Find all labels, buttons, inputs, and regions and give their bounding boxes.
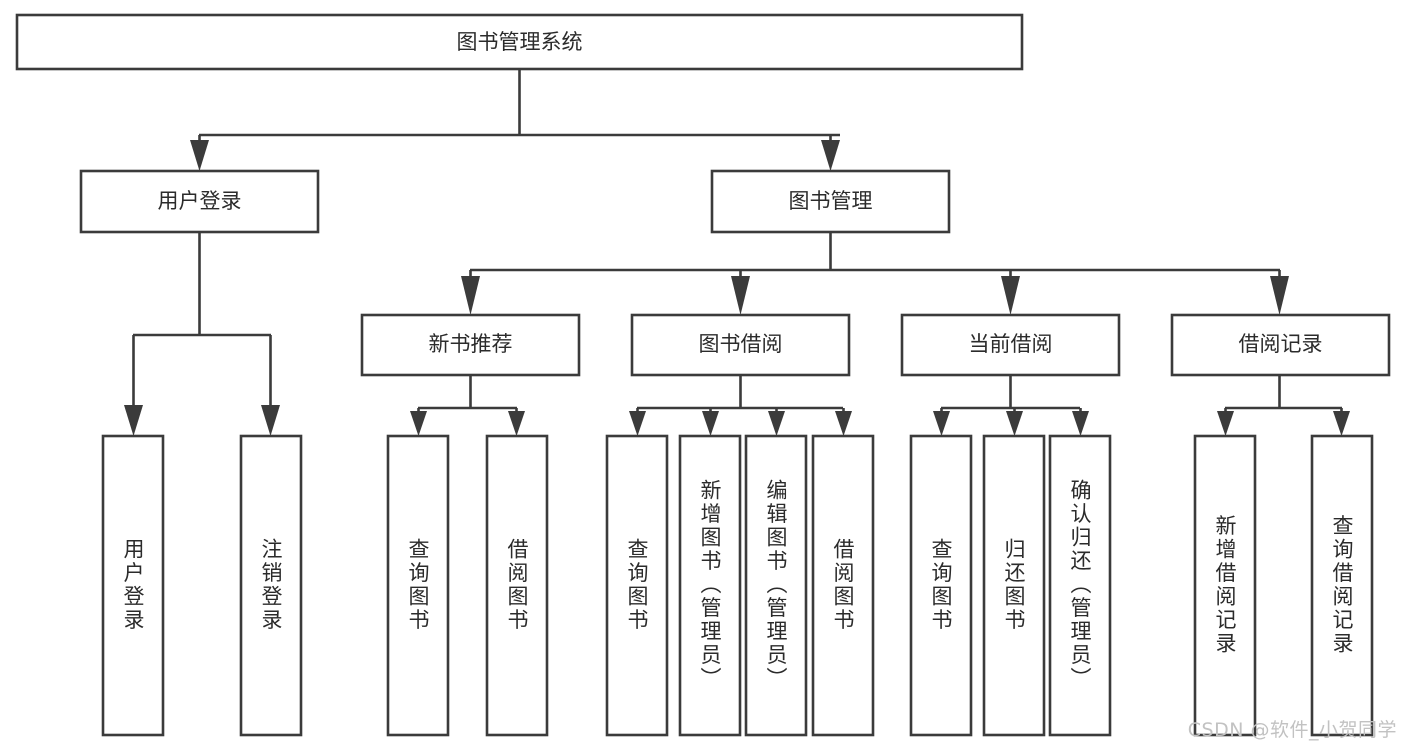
node-leaf-query-book-rec[interactable]: 查询图书 (386, 434, 450, 737)
arrow-user-login-leaf1 (124, 405, 143, 436)
node-leaf-borrow-book-rec-box[interactable] (485, 434, 549, 737)
node-leaf-query-book-cur-box[interactable] (909, 434, 973, 737)
node-user-login[interactable]: 用户登录 (79, 169, 320, 234)
arrow-root-to-user-login (190, 140, 209, 171)
node-borrow-record-label: 借阅记录 (1239, 332, 1323, 356)
node-leaf-logout-label: 注销登录 (259, 538, 283, 632)
node-current-borrow-box[interactable] (900, 313, 1121, 377)
node-leaf-add-book-box[interactable] (678, 434, 742, 737)
node-leaf-add-book-label: 新增图书（管理员） (698, 479, 722, 691)
node-leaf-user-login-box[interactable] (101, 434, 165, 737)
node-leaf-query-record-label: 查询借阅记录 (1330, 515, 1354, 656)
node-book-manage-label: 图书管理 (789, 189, 873, 213)
node-root-box[interactable] (15, 13, 1024, 71)
node-leaf-borrow-book-label: 借阅图书 (831, 538, 855, 632)
node-leaf-user-login[interactable]: 用户登录 (101, 434, 165, 737)
arrow-to-new-book-rec (461, 276, 480, 315)
node-user-login-box[interactable] (79, 169, 320, 234)
node-leaf-add-book[interactable]: 新增图书（管理员） (678, 434, 742, 737)
node-new-book-rec[interactable]: 新书推荐 (360, 313, 581, 377)
node-leaf-query-book-bor-label: 查询图书 (625, 538, 649, 632)
arrow-book-borrow-leaf3 (768, 411, 785, 436)
node-root[interactable]: 图书管理系统 (15, 13, 1024, 71)
node-leaf-borrow-book[interactable]: 借阅图书 (811, 434, 875, 737)
node-current-borrow[interactable]: 当前借阅 (900, 313, 1121, 377)
node-leaf-confirm-return-box[interactable] (1048, 434, 1112, 737)
arrow-book-borrow-leaf4 (835, 411, 852, 436)
node-leaf-logout[interactable]: 注销登录 (239, 434, 303, 737)
node-book-borrow[interactable]: 图书借阅 (630, 313, 851, 377)
node-leaf-query-book-cur-label: 查询图书 (929, 538, 953, 632)
node-leaf-edit-book-label: 编辑图书（管理员） (764, 479, 788, 691)
arrow-new-book-rec-leaf1 (410, 411, 427, 436)
arrow-to-borrow-record (1270, 276, 1289, 315)
node-user-login-label: 用户登录 (158, 189, 242, 213)
node-book-borrow-box[interactable] (630, 313, 851, 377)
node-leaf-user-login-label: 用户登录 (121, 538, 145, 632)
csdn-watermark: CSDN @软件_小贺同学 (1187, 719, 1397, 741)
node-leaf-edit-book-box[interactable] (744, 434, 808, 737)
connector-layer (124, 69, 1350, 436)
node-leaf-add-record-label: 新增借阅记录 (1213, 515, 1237, 656)
node-leaf-query-book-bor[interactable]: 查询图书 (605, 434, 669, 737)
node-leaf-add-record-box[interactable] (1193, 434, 1257, 737)
node-new-book-rec-box[interactable] (360, 313, 581, 377)
node-leaf-logout-box[interactable] (239, 434, 303, 737)
node-borrow-record[interactable]: 借阅记录 (1170, 313, 1391, 377)
arrow-user-login-leaf2 (261, 405, 280, 436)
arrow-current-borrow-leaf2 (1006, 411, 1023, 436)
node-book-borrow-label: 图书借阅 (699, 332, 783, 356)
arrow-current-borrow-leaf3 (1072, 411, 1089, 436)
arrow-borrow-record-leaf2 (1333, 411, 1350, 436)
arrow-book-borrow-leaf1 (629, 411, 646, 436)
node-new-book-rec-label: 新书推荐 (429, 332, 513, 356)
node-root-label: 图书管理系统 (457, 30, 583, 54)
arrow-borrow-record-leaf1 (1217, 411, 1234, 436)
node-leaf-return-book[interactable]: 归还图书 (982, 434, 1046, 737)
node-book-manage[interactable]: 图书管理 (710, 169, 951, 234)
node-book-manage-box[interactable] (710, 169, 951, 234)
node-borrow-record-box[interactable] (1170, 313, 1391, 377)
arrow-root-to-book-manage (821, 140, 840, 171)
arrow-new-book-rec-leaf2 (508, 411, 525, 436)
node-leaf-query-book-rec-box[interactable] (386, 434, 450, 737)
node-leaf-add-record[interactable]: 新增借阅记录 (1193, 434, 1257, 737)
arrow-to-book-borrow (731, 276, 750, 315)
node-leaf-query-book-rec-label: 查询图书 (406, 538, 430, 632)
node-leaf-query-record-box[interactable] (1310, 434, 1374, 737)
node-current-borrow-label: 当前借阅 (969, 332, 1053, 356)
node-leaf-return-book-box[interactable] (982, 434, 1046, 737)
arrow-to-current-borrow (1001, 276, 1020, 315)
node-leaf-return-book-label: 归还图书 (1002, 538, 1026, 632)
node-leaf-confirm-return[interactable]: 确认归还（管理员） (1048, 434, 1112, 737)
node-leaf-edit-book[interactable]: 编辑图书（管理员） (744, 434, 808, 737)
node-leaf-confirm-return-label: 确认归还（管理员） (1068, 479, 1092, 691)
node-leaf-query-book-bor-box[interactable] (605, 434, 669, 737)
arrow-book-borrow-leaf2 (702, 411, 719, 436)
node-leaf-query-book-cur[interactable]: 查询图书 (909, 434, 973, 737)
arrow-current-borrow-leaf1 (933, 411, 950, 436)
node-leaf-borrow-book-box[interactable] (811, 434, 875, 737)
node-leaf-borrow-book-rec-label: 借阅图书 (505, 538, 529, 632)
node-leaf-borrow-book-rec[interactable]: 借阅图书 (485, 434, 549, 737)
node-leaf-query-record[interactable]: 查询借阅记录 (1310, 434, 1374, 737)
